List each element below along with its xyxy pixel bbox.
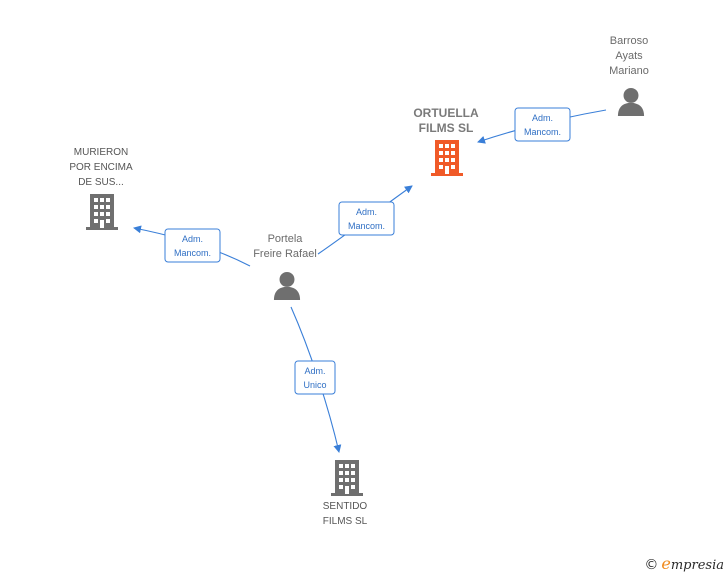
node-sentido-films[interactable]: SENTIDO FILMS SL [323, 460, 368, 527]
node-murieron-por-encima[interactable]: MURIERON POR ENCIMA DE SUS... [69, 147, 133, 230]
edge-label-line: Mancom. [348, 221, 385, 231]
edge-label-line: Adm. [356, 207, 377, 217]
edge-label-line: Unico [303, 380, 326, 390]
edge-portela-sentido: Adm. Unico [290, 306, 342, 453]
building-icon [431, 140, 463, 176]
building-icon [86, 194, 118, 230]
edge-portela-murieron: Adm. Mancom. [133, 225, 251, 267]
node-label-line: FILMS SL [419, 121, 474, 135]
node-label-line: Barroso [610, 35, 649, 47]
node-label-line: ORTUELLA [413, 106, 479, 120]
brand-name: mpresia [670, 558, 724, 573]
edge-label-line: Mancom. [174, 248, 211, 258]
edge-label-line: Adm. [532, 113, 553, 123]
node-label-line: Freire Rafael [253, 248, 317, 260]
edge-label-line: Mancom. [524, 127, 561, 137]
person-icon [273, 272, 301, 300]
edge-label-box [514, 107, 571, 142]
node-portela-freire-rafael[interactable]: Portela Freire Rafael [253, 233, 317, 300]
node-label-line: Mariano [609, 65, 649, 77]
building-icon [331, 460, 363, 496]
node-label-line: MURIERON [74, 147, 128, 158]
node-label-line: DE SUS... [78, 177, 124, 188]
node-label-line: Ayats [615, 50, 643, 62]
edge-portela-ortuella: Adm. Mancom. [317, 185, 413, 255]
node-label-line: Portela [268, 233, 304, 245]
brand-initial: e [661, 554, 671, 573]
node-label-line: POR ENCIMA [69, 162, 133, 173]
edge-barroso-ortuella: Adm. Mancom. [477, 107, 607, 144]
person-icon [617, 88, 645, 116]
node-label-line: SENTIDO [323, 501, 368, 512]
copyright-symbol: © [644, 557, 659, 573]
edge-label-box [294, 360, 336, 395]
brand-watermark: ©empresia [644, 554, 724, 573]
edge-label-line: Adm. [304, 366, 325, 376]
node-label-line: FILMS SL [323, 516, 368, 527]
edge-label-box [338, 201, 395, 236]
edge-label-line: Adm. [182, 234, 203, 244]
node-ortuella-films[interactable]: ORTUELLA FILMS SL [413, 106, 479, 176]
edge-label-box [164, 228, 221, 263]
node-barroso-ayats-mariano[interactable]: Barroso Ayats Mariano [609, 35, 649, 116]
